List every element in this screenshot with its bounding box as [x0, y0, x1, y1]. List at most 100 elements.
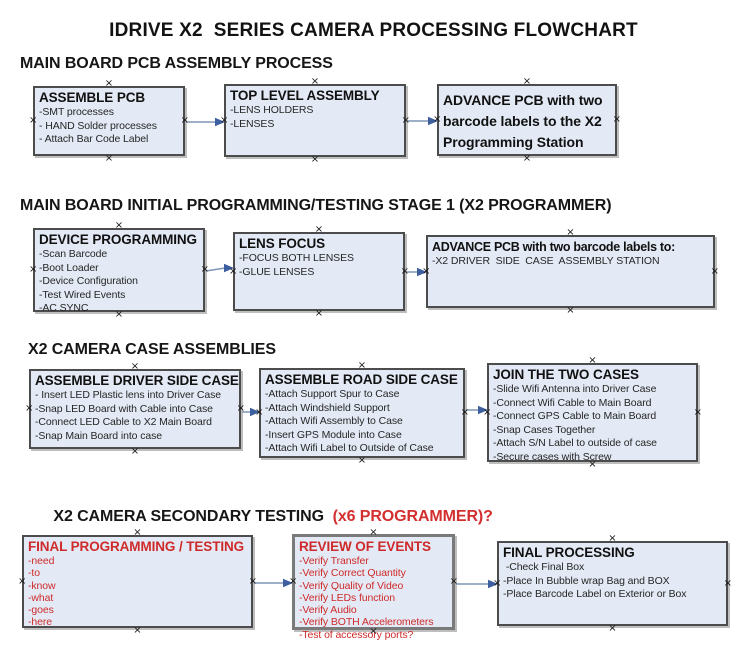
box-item: -SMT processes — [39, 106, 114, 118]
connection-point-icon: × — [25, 403, 34, 414]
box-title: DEVICE PROGRAMMING — [39, 232, 197, 247]
box-title: JOIN THE TWO CASES — [493, 367, 639, 382]
box-item: - HAND Solder processes — [39, 119, 157, 132]
section-heading-1: MAIN BOARD PCB ASSEMBLY PROCESS — [20, 55, 333, 72]
box-review-of-events: × × × × REVIEW OF EVENTS -Verify Transfe… — [289, 528, 458, 641]
box-lens-focus: × × × × LENS FOCUS -FOCUS BOTH LENSES -G… — [229, 225, 409, 319]
connector-arrow — [456, 579, 498, 589]
box-item: -Check Final Box — [503, 561, 585, 573]
box-item: -Attach Support Spur to Case — [265, 388, 400, 400]
box-item: -need — [28, 555, 55, 567]
box-item: -Snap Main Board into case — [35, 429, 162, 442]
section-heading-2: MAIN BOARD INITIAL PROGRAMMING/TESTING S… — [20, 197, 612, 214]
box-item: -Attach Wifi Label to Outside of Case — [265, 442, 434, 454]
box-item: -Connect LED Cable to X2 Main Board — [35, 416, 212, 428]
box-device-programming: × × × × DEVICE PROGRAMMING -Scan Barcode… — [29, 221, 209, 320]
connection-point-icon: × — [104, 78, 114, 89]
connection-point-icon: × — [114, 309, 124, 320]
connection-point-icon: × — [104, 153, 114, 164]
connection-point-icon: × — [314, 224, 324, 235]
box-item: -Verify LEDs function — [299, 591, 395, 604]
box-item: -X2 DRIVER SIDE CASE ASSEMBLY STATION — [432, 255, 660, 267]
box-item: -Slide Wifi Antenna into Driver Case — [493, 383, 657, 395]
section-heading-4-text: X2 CAMERA SECONDARY TESTING — [53, 508, 324, 525]
box-item: - Attach Bar Code Label — [39, 133, 149, 145]
box-item: -Boot Loader — [39, 261, 99, 274]
box-item: -Connect GPS Cable to Main Board — [493, 410, 657, 422]
box-item: -Test of accessory ports? — [299, 628, 414, 641]
connection-point-icon: × — [180, 115, 189, 126]
connection-point-icon: × — [723, 577, 732, 589]
connection-point-icon: × — [422, 265, 431, 277]
box-item: -Place In Bubble wrap Bag and BOX — [503, 574, 670, 587]
box-title: TOP LEVEL ASSEMBLY — [230, 88, 380, 103]
connection-point-icon: × — [357, 455, 367, 466]
box-item: -here — [28, 616, 53, 629]
connection-point-icon: × — [133, 527, 142, 538]
box-item: -FOCUS BOTH LENSES — [239, 252, 354, 264]
connection-point-icon: × — [483, 406, 492, 418]
box-item: -Snap LED Board with Cable into Case — [35, 402, 213, 415]
connection-point-icon: × — [236, 403, 245, 414]
connection-point-icon: × — [449, 576, 458, 587]
box-title: ASSEMBLE PCB — [39, 90, 146, 105]
box-item: -goes — [28, 604, 54, 617]
connection-point-icon: × — [357, 360, 367, 371]
connection-point-icon: × — [229, 265, 238, 277]
section-heading-3: X2 CAMERA CASE ASSEMBLIES — [28, 341, 276, 358]
box-item: -Verify Transfer — [299, 555, 369, 567]
connection-point-icon: × — [133, 625, 142, 636]
box-title: ADVANCE PCB with two barcode labels to: — [432, 240, 675, 254]
connection-point-icon: × — [18, 575, 27, 587]
connection-point-icon: × — [608, 533, 617, 544]
connection-point-icon: × — [566, 227, 575, 238]
box-item: -know — [28, 579, 56, 592]
connection-point-icon: × — [522, 76, 532, 87]
box-item: -to — [28, 567, 40, 580]
connection-point-icon: × — [369, 626, 378, 637]
connection-point-icon: × — [588, 459, 597, 470]
box-join-the-two-cases: × × × × JOIN THE TWO CASES -Slide Wifi A… — [483, 356, 702, 470]
connection-point-icon: × — [114, 220, 124, 231]
connection-point-icon: × — [493, 577, 502, 589]
box-item: -Device Configuration — [39, 275, 138, 287]
box-title: REVIEW OF EVENTS — [299, 539, 431, 554]
box-title: ADVANCE PCB with two barcode labels to t… — [443, 92, 603, 150]
connection-point-icon: × — [255, 407, 264, 418]
connection-point-icon: × — [588, 355, 597, 366]
connection-point-icon: × — [289, 576, 298, 587]
connection-point-icon: × — [29, 115, 38, 126]
box-item: -Secure cases with Screw — [493, 450, 612, 463]
box-item: -Attach Wifi Assembly to Case — [265, 415, 403, 427]
connection-point-icon: × — [369, 527, 378, 538]
connection-point-icon: × — [130, 361, 140, 372]
connection-point-icon: × — [314, 308, 324, 319]
box-advance-pcb-programming-station: × × × × ADVANCE PCB with two barcode lab… — [433, 77, 621, 164]
connection-point-icon: × — [220, 114, 229, 126]
box-assemble-driver-side-case: × × × × ASSEMBLE DRIVER SIDE CASE - Inse… — [25, 362, 245, 457]
connection-point-icon: × — [401, 114, 410, 126]
box-item: -what — [28, 591, 54, 604]
section-heading-4: X2 CAMERA SECONDARY TESTING (x6 PROGRAMM… — [36, 490, 493, 544]
box-title: FINAL PROCESSING — [503, 545, 635, 560]
connection-point-icon: × — [608, 623, 617, 634]
box-final-processing: × × × × FINAL PROCESSING -Check Final Bo… — [493, 534, 732, 634]
box-item: -LENS HOLDERS — [230, 104, 314, 116]
box-item: -Attach S/N Label to outside of case — [493, 437, 657, 449]
connection-point-icon: × — [566, 305, 575, 316]
box-advance-pcb-case-assembly: × × × × ADVANCE PCB with two barcode lab… — [422, 228, 719, 316]
connection-point-icon: × — [400, 265, 409, 277]
box-assemble-road-side-case: × × × × ASSEMBLE ROAD SIDE CASE -Attach … — [255, 361, 469, 466]
box-title: ASSEMBLE ROAD SIDE CASE — [265, 372, 458, 387]
box-item: -Scan Barcode — [39, 248, 108, 260]
box-top-level-assembly: × × × × TOP LEVEL ASSEMBLY -LENS HOLDERS… — [220, 77, 410, 165]
connection-point-icon: × — [310, 154, 320, 165]
box-item: -Verify Quality of Video — [299, 579, 404, 592]
box-final-programming-testing: × × × × FINAL PROGRAMMING / TESTING -nee… — [18, 528, 257, 636]
connection-point-icon: × — [693, 406, 702, 418]
box-title: ASSEMBLE DRIVER SIDE CASE — [35, 373, 239, 388]
box-item: -AC SYNC — [39, 302, 89, 314]
connection-point-icon: × — [200, 264, 209, 275]
section-heading-4-red-suffix: (x6 PROGRAMMER)? — [323, 508, 493, 525]
